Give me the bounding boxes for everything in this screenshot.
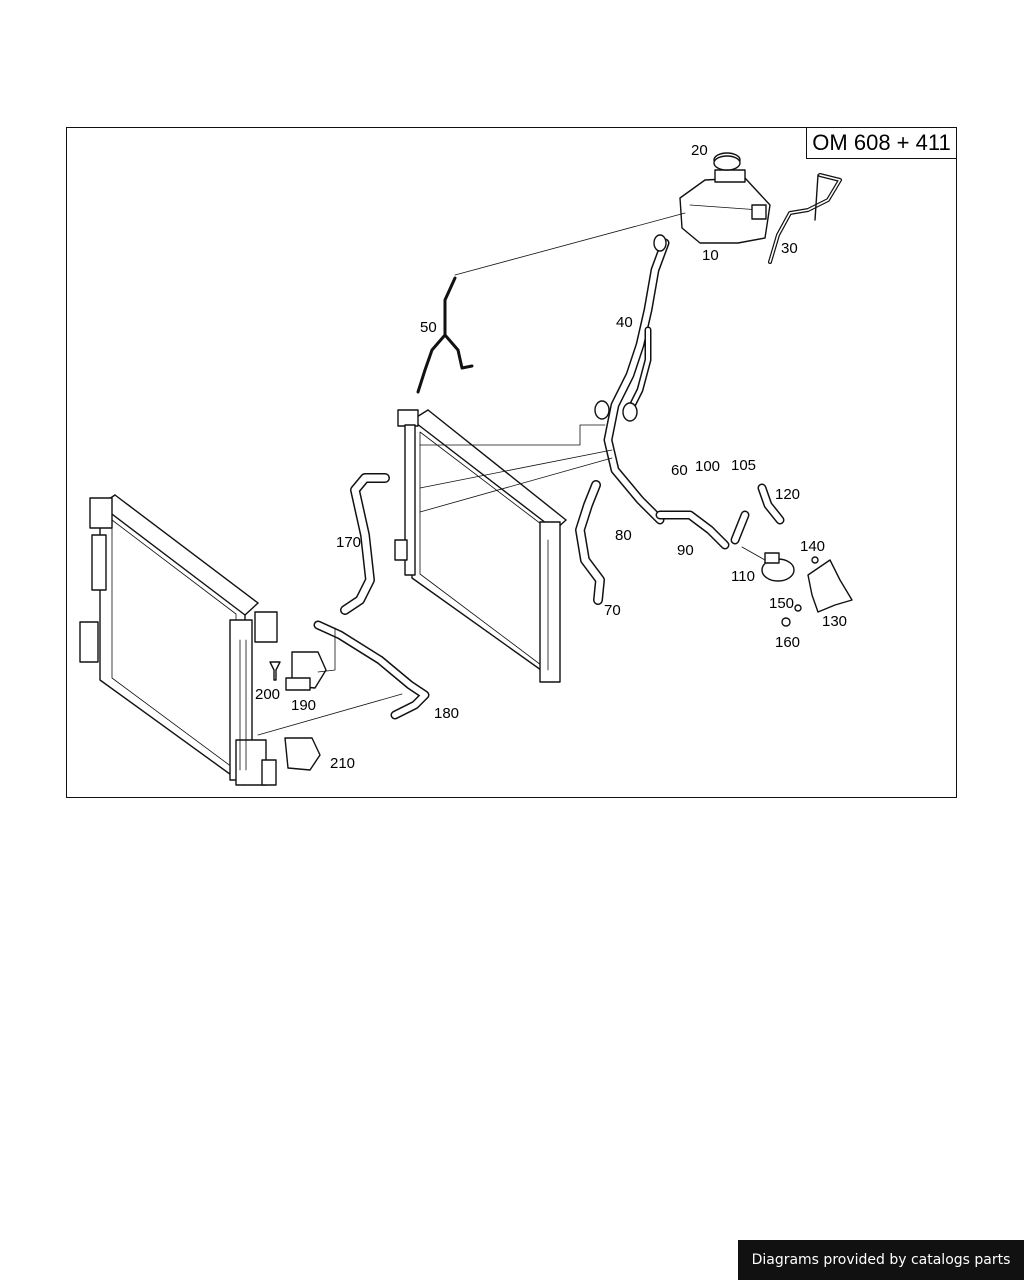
callout-170: 170 — [336, 534, 361, 551]
callout-120: 120 — [775, 486, 800, 503]
engine-code-label: OM 608 + 411 — [806, 127, 957, 159]
water-pump-110-drawing — [761, 552, 795, 582]
callout-150: 150 — [769, 595, 794, 612]
callout-180: 180 — [434, 705, 459, 722]
callout-105: 105 — [731, 457, 756, 474]
hose-40-drawing — [594, 234, 670, 525]
callout-210: 210 — [330, 755, 355, 772]
connection-lines — [257, 424, 766, 736]
callout-160: 160 — [775, 634, 800, 651]
callout-130: 130 — [822, 613, 847, 630]
front-radiator-drawing — [79, 494, 278, 786]
callout-20: 20 — [691, 142, 708, 159]
clip-200-drawing — [269, 661, 281, 681]
hose-50-drawing — [416, 276, 474, 394]
callout-90: 90 — [677, 542, 694, 559]
callout-50: 50 — [420, 319, 437, 336]
callout-40: 40 — [616, 314, 633, 331]
callout-80: 80 — [615, 527, 632, 544]
valve-210-drawing — [284, 737, 321, 771]
expansion-tank-drawing — [679, 152, 771, 244]
callout-110: 110 — [731, 568, 755, 585]
callout-190: 190 — [291, 697, 316, 714]
callout-140: 140 — [800, 538, 825, 555]
rear-radiator-drawing — [394, 409, 567, 683]
diagram-credit: Diagrams provided by catalogs parts — [738, 1240, 1024, 1280]
valve-190-drawing — [285, 651, 327, 691]
callout-30: 30 — [781, 240, 798, 257]
bracket-130-drawing — [807, 559, 853, 613]
callout-200: 200 — [255, 686, 280, 703]
callout-60: 60 — [671, 462, 688, 479]
callout-100: 100 — [695, 458, 720, 475]
callout-labels: 10 20 30 40 50 60 70 80 90 100 105 110 1… — [255, 142, 847, 772]
callout-70: 70 — [604, 602, 621, 619]
callout-10: 10 — [702, 247, 719, 264]
